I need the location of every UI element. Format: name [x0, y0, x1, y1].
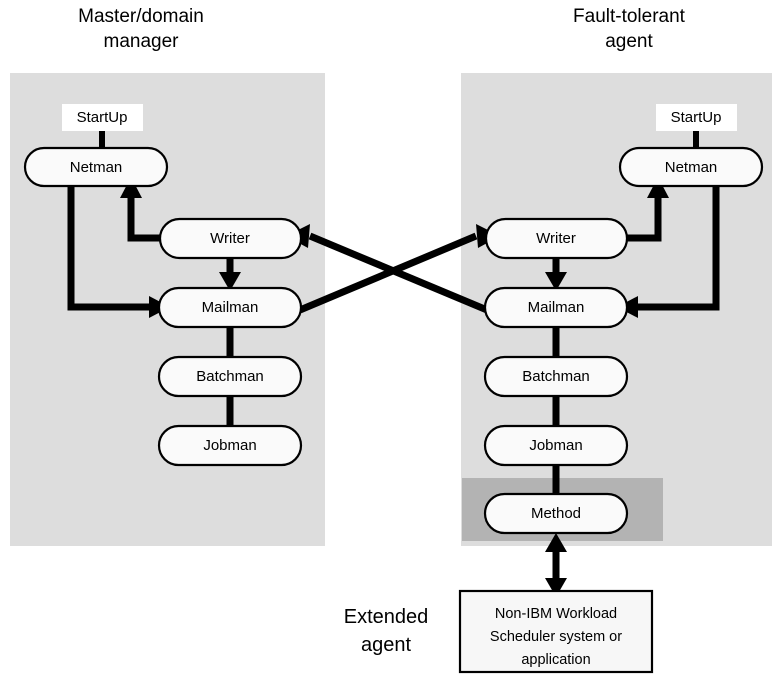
extended-agent-title-line1: Extended [344, 606, 429, 628]
node-netman-master[interactable] [23, 146, 169, 188]
external-system-box[interactable] [458, 589, 654, 674]
node-batchman-agent[interactable] [483, 355, 629, 398]
node-writer-master[interactable] [158, 217, 303, 260]
node-batchman-agent-label: Batchman [522, 368, 590, 385]
node-writer-master-label: Writer [210, 230, 250, 247]
arrowhead-external-to-method [545, 533, 567, 552]
extended-agent-title-line2: agent [361, 634, 411, 656]
master-panel-title-line2: manager [104, 31, 180, 52]
node-netman-agent-label: Netman [665, 159, 718, 176]
node-mailman-master-label: Mailman [202, 299, 259, 316]
arrowhead-writer-to-netman-right [647, 177, 669, 198]
node-batchman-master-label: Batchman [196, 368, 264, 385]
edge-writer-to-netman-left [127, 198, 160, 242]
node-mailman-agent-label: Mailman [528, 299, 585, 316]
agent-panel-title-line2: agent [605, 31, 653, 52]
node-netman-master-label: Netman [70, 159, 123, 176]
node-jobman-master-label: Jobman [203, 437, 256, 454]
node-mailman-agent[interactable] [483, 286, 629, 329]
node-jobman-agent[interactable] [483, 424, 629, 467]
edge-netman-to-mailman-right [638, 186, 720, 311]
arrowhead-writer-to-mailman-left [219, 272, 241, 291]
node-batchman-master[interactable] [157, 355, 303, 398]
node-mailman-master[interactable] [157, 286, 303, 329]
node-jobman-agent-label: Jobman [529, 437, 582, 454]
node-writer-agent[interactable] [484, 217, 629, 260]
arrowhead-method-to-external [545, 578, 567, 597]
edge-master-mailman-to-agent-writer [298, 232, 478, 314]
node-writer-agent-label: Writer [536, 230, 576, 247]
external-system-line2: Scheduler system or [490, 629, 622, 645]
startup-label-right: StartUp [671, 109, 722, 126]
node-netman-agent[interactable] [618, 146, 764, 188]
node-method-agent-label: Method [531, 505, 581, 522]
startup-label-left: StartUp [77, 109, 128, 126]
external-system-line1: Non-IBM Workload [495, 606, 617, 622]
edge-writer-to-netman-right [627, 198, 662, 242]
edge-agent-mailman-to-master-writer [308, 232, 489, 314]
master-panel-title-line1: Master/domain [78, 6, 204, 27]
node-method-agent[interactable] [483, 492, 629, 535]
node-jobman-master[interactable] [157, 424, 303, 467]
startup-box-right[interactable] [656, 104, 737, 131]
agent-panel-title-line1: Fault-tolerant [573, 6, 686, 27]
arrowhead-writer-to-netman-left [120, 177, 142, 198]
startup-box-left[interactable] [62, 104, 143, 131]
arrowhead-writer-to-mailman-right [545, 272, 567, 291]
external-system-line3: application [521, 652, 590, 668]
edge-netman-to-mailman-left [67, 186, 149, 311]
